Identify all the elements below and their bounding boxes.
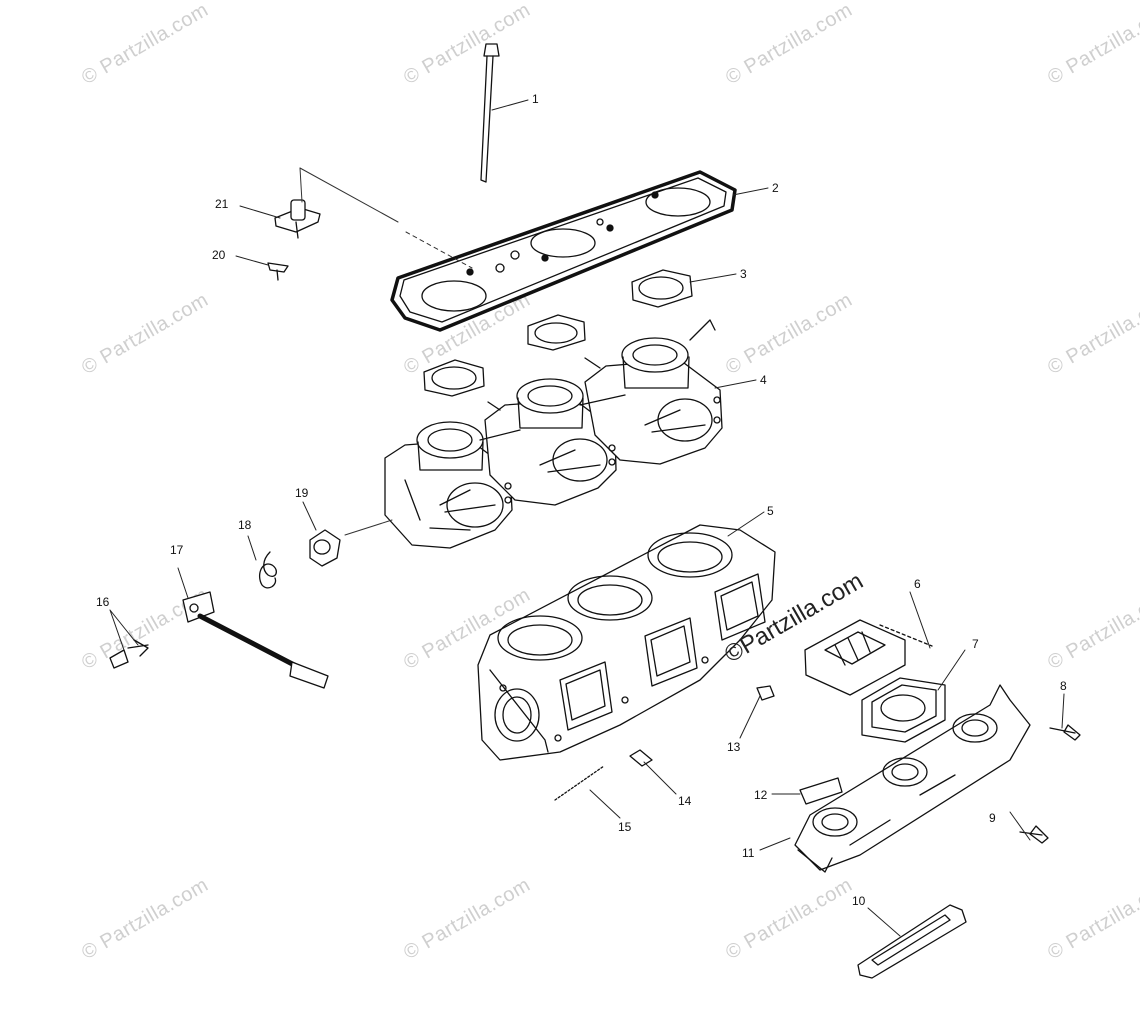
part-4-carburetors	[385, 320, 722, 548]
callout-12: 12	[754, 788, 768, 802]
callout-21: 21	[215, 197, 229, 211]
part-11-manifold	[795, 685, 1030, 872]
part-7-intake-adapter	[862, 678, 945, 742]
part-1-bolt	[481, 44, 499, 182]
callout-20: 20	[212, 248, 226, 262]
callout-4: 4	[760, 373, 767, 387]
callout-15: 15	[618, 820, 632, 834]
part-3-gaskets	[424, 270, 692, 396]
callout-8: 8	[1060, 679, 1067, 693]
part-8-bolt	[1050, 725, 1080, 740]
part-19-bushing	[310, 530, 340, 566]
part-9-bolt	[1020, 826, 1048, 843]
part-18-spring	[260, 552, 277, 588]
callout-10: 10	[852, 894, 866, 908]
callout-14: 14	[678, 794, 692, 808]
callout-17: 17	[170, 543, 184, 557]
part-17-sensor	[183, 592, 328, 688]
alignment-lines	[300, 168, 472, 535]
callout-16: 16	[96, 595, 110, 609]
part-5-crankcase	[478, 525, 775, 760]
part-10-strap	[858, 905, 966, 978]
callout-19: 19	[295, 486, 309, 500]
part-12-gasket	[800, 778, 842, 804]
callout-5: 5	[767, 504, 774, 518]
part-16-bolts	[110, 640, 148, 668]
part-6-reed-valve	[805, 620, 932, 695]
part-20-screw	[268, 263, 288, 280]
part-15-pin	[555, 766, 604, 800]
callout-2: 2	[772, 181, 779, 195]
callout-9: 9	[989, 811, 996, 825]
callout-6: 6	[914, 577, 921, 591]
callout-7: 7	[972, 637, 979, 651]
leader-lines	[110, 100, 1064, 936]
callout-11: 11	[742, 846, 755, 860]
callout-3: 3	[740, 267, 747, 281]
callout-18: 18	[238, 518, 252, 532]
callout-1: 1	[532, 92, 539, 106]
part-2-plate	[392, 172, 735, 330]
part-14-sleeve	[630, 750, 652, 766]
part-21-fitting	[275, 200, 320, 238]
callout-13: 13	[727, 740, 741, 754]
